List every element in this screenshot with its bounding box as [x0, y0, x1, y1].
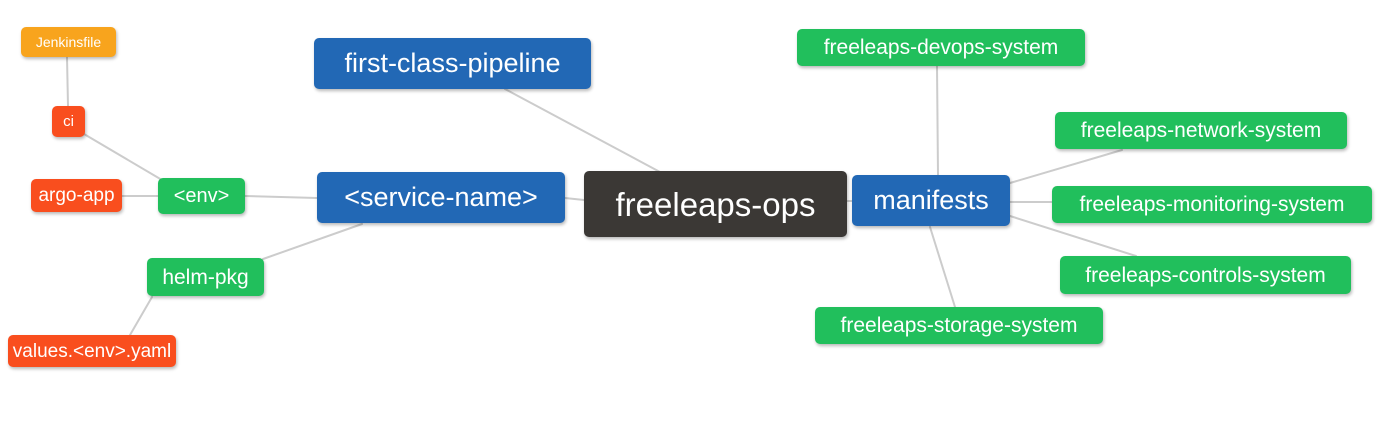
- node-manifests[interactable]: manifests: [852, 175, 1010, 226]
- node-values-env-yaml[interactable]: values.<env>.yaml: [8, 335, 176, 367]
- edge-env-service-name: [244, 195, 318, 199]
- node-freeleaps-controls-system[interactable]: freeleaps-controls-system: [1060, 256, 1351, 294]
- edge-manifests-controls: [1009, 215, 1137, 257]
- edge-ci-env: [83, 133, 163, 181]
- edge-values-helm-pkg: [129, 296, 153, 336]
- edge-manifests-network: [1009, 149, 1123, 184]
- node-freeleaps-ops[interactable]: freeleaps-ops: [584, 171, 847, 237]
- node-freeleaps-devops-system[interactable]: freeleaps-devops-system: [797, 29, 1085, 66]
- node-ci[interactable]: ci: [52, 106, 85, 137]
- node-jenkinsfile[interactable]: Jenkinsfile: [21, 27, 116, 57]
- node-freeleaps-network-system[interactable]: freeleaps-network-system: [1055, 112, 1347, 149]
- node-service-name[interactable]: <service-name>: [317, 172, 565, 223]
- node-freeleaps-monitoring-system[interactable]: freeleaps-monitoring-system: [1052, 186, 1372, 223]
- edge-manifests-devops: [936, 65, 939, 176]
- edge-jenkinsfile-ci: [66, 56, 69, 107]
- node-helm-pkg[interactable]: helm-pkg: [147, 258, 264, 296]
- node-argo-app[interactable]: argo-app: [31, 179, 122, 212]
- edge-manifests-storage: [929, 226, 956, 308]
- edge-service-name-ops: [564, 197, 585, 201]
- edge-pipeline-ops: [504, 88, 661, 173]
- node-first-class-pipeline[interactable]: first-class-pipeline: [314, 38, 591, 89]
- node-freeleaps-storage-system[interactable]: freeleaps-storage-system: [815, 307, 1103, 344]
- edge-helm-pkg-service-name: [262, 223, 363, 260]
- node-env[interactable]: <env>: [158, 178, 245, 214]
